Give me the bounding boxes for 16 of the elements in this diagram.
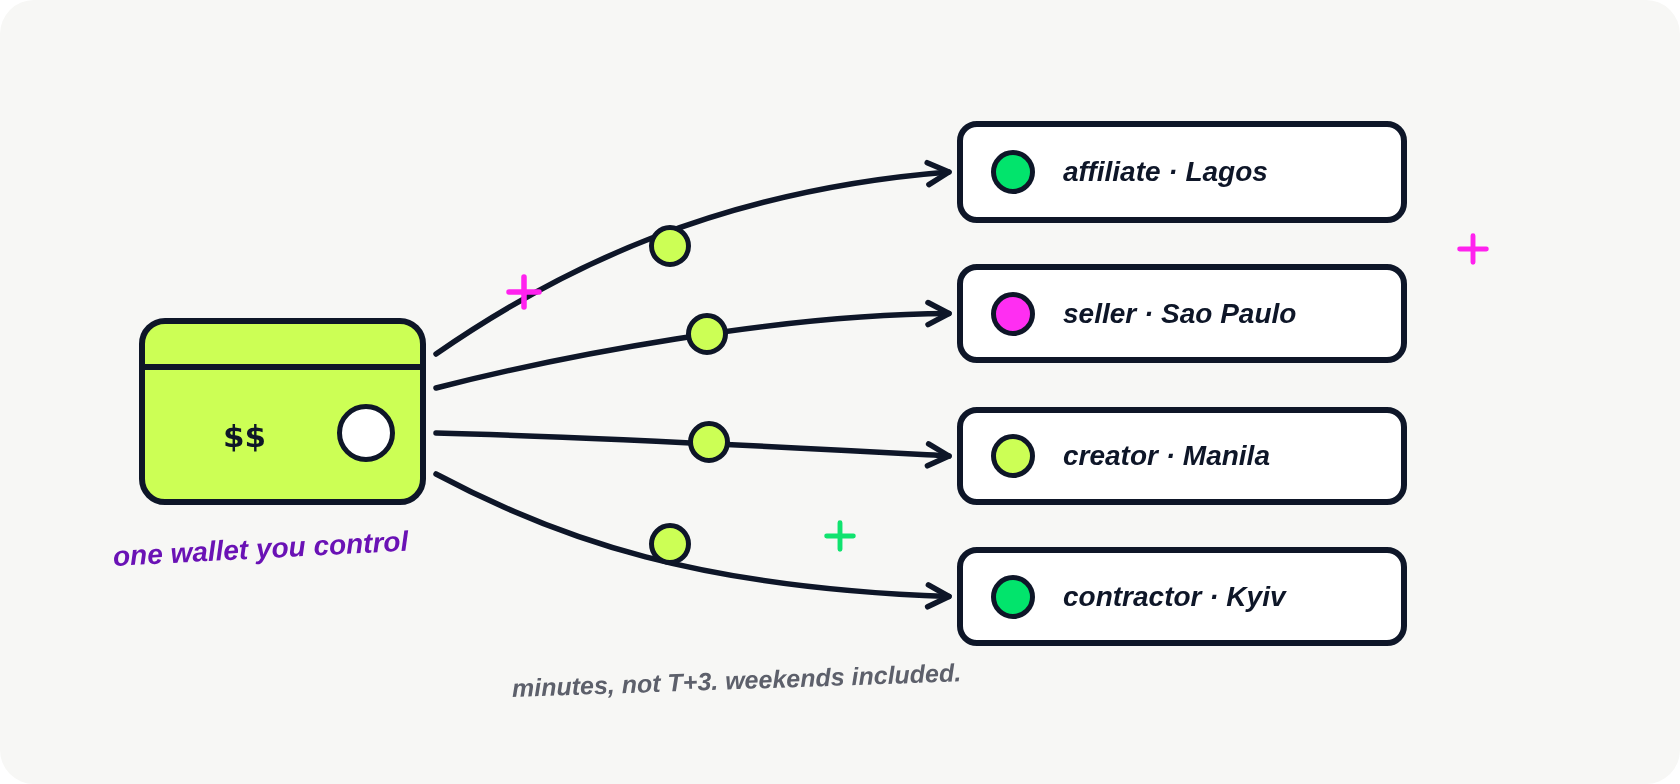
arrow: [433, 160, 952, 357]
recipient-box: [957, 264, 1407, 363]
caption: minutes, not T+3. weekends included.: [511, 657, 962, 704]
recipient-label: affiliate · Lagos: [1063, 155, 1268, 189]
arrow: [433, 300, 952, 391]
wallet-caption: one wallet you control: [112, 524, 410, 574]
recipient-label: contractor · Kyiv: [1063, 579, 1286, 614]
recipient-box: [957, 547, 1407, 646]
currency-symbol: $$: [223, 418, 267, 454]
recipient-box: [957, 407, 1407, 505]
arrow: [433, 430, 952, 469]
recipient-label: creator · Manila: [1063, 439, 1270, 473]
recipient-label: seller · Sao Paulo: [1063, 296, 1297, 331]
wallet-card: [139, 318, 426, 505]
recipient-box: [957, 121, 1407, 223]
arrow: [433, 471, 952, 610]
